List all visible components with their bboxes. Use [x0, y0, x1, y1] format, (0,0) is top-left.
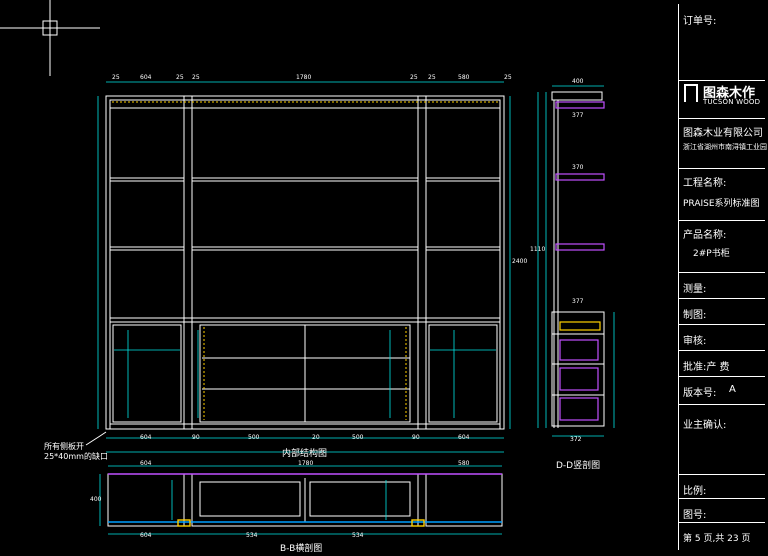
reviewer-label: 审核:	[683, 336, 707, 347]
company-name: 图森木业有限公司	[683, 128, 763, 139]
front-elevation	[105, 95, 505, 430]
drawing-no-row: 图号:	[679, 498, 765, 523]
version-row: 版本号: A	[679, 376, 765, 405]
side-shelves	[555, 101, 605, 421]
brand-logo: 图森木作 TUCSON WOOD	[684, 82, 762, 110]
dim-side-shelf: 370	[572, 164, 584, 171]
plan-section	[107, 473, 503, 527]
dim-front-top-9: 25	[504, 74, 512, 81]
product-row: 产品名称: 2#P书柜	[679, 220, 765, 273]
approval-label: 批准:产 费	[683, 362, 730, 373]
dim-front-top-4: 25	[192, 74, 200, 81]
reviewer-row: 审核:	[679, 324, 765, 351]
drawing-no-label: 图号:	[683, 510, 707, 521]
dim-side-bottom: 372	[570, 436, 582, 443]
dim-front-bottom-3: 500	[248, 434, 260, 441]
dim-side-top: 400	[572, 78, 584, 85]
dim-side-depth-2: 377	[572, 298, 584, 305]
dim-plan-depth: 400	[90, 496, 102, 503]
dim-front-bottom-5: 500	[352, 434, 364, 441]
dim-overall-height: 2400	[512, 258, 528, 265]
dim-plan-bottom-2: 534	[246, 532, 258, 539]
dim-plan-width-1: 604	[140, 460, 152, 467]
company-row: 图森木业有限公司 浙江省湖州市南浔镇工业园	[679, 118, 767, 169]
dim-plan-bottom-1: 604	[140, 532, 152, 539]
dim-front-top-1: 25	[112, 74, 120, 81]
dim-plan-bottom-3: 534	[352, 532, 364, 539]
dim-front-bottom-4: 20	[312, 434, 320, 441]
plan-dimension-lines	[99, 465, 502, 535]
dim-front-top-2: 604	[140, 74, 152, 81]
product-label: 产品名称:	[683, 230, 727, 241]
dim-side-depth: 377	[572, 112, 584, 119]
owner-row: 业主确认:	[679, 404, 765, 475]
dim-front-top-6: 25	[410, 74, 418, 81]
page-info: 第 5 页,共 23 页	[683, 534, 751, 544]
survey-label: 测量:	[683, 284, 707, 295]
dim-front-top-3: 25	[176, 74, 184, 81]
title-block: 订单号: 图森木业有限公司 浙江省湖州市南浔镇工业园 工程名称: PRAISE系…	[678, 4, 767, 550]
note-leader	[85, 431, 107, 446]
logo-row	[679, 80, 765, 119]
scale-row: 比例:	[679, 474, 765, 499]
side-dimension-lines	[537, 85, 615, 437]
page-row: 第 5 页,共 23 页	[679, 522, 765, 549]
order-no-label: 订单号:	[683, 16, 717, 27]
project-row: 工程名称: PRAISE系列标准图	[679, 168, 765, 221]
side-view-label: D-D竖剖图	[556, 461, 601, 471]
approval-row: 批准:产 费	[679, 350, 765, 377]
side-notch-note: 所有侧板开 25*40mm的缺口	[44, 442, 108, 461]
dim-front-bottom-1: 604	[140, 434, 152, 441]
dim-front-top-7: 25	[428, 74, 436, 81]
front-dashed-lines	[112, 101, 498, 420]
owner-label: 业主确认:	[683, 420, 727, 431]
dim-front-bottom-7: 604	[458, 434, 470, 441]
drafter-row: 制图:	[679, 298, 765, 325]
version-value: A	[729, 384, 736, 395]
dim-front-bottom-6: 90	[412, 434, 420, 441]
dim-front-top-8: 580	[458, 74, 470, 81]
project-label: 工程名称:	[683, 178, 727, 189]
project-value: PRAISE系列标准图	[683, 199, 760, 209]
dim-plan-width-3: 580	[458, 460, 470, 467]
drafter-label: 制图:	[683, 310, 707, 321]
dim-side-height: 1110	[530, 246, 546, 253]
side-section	[551, 91, 605, 428]
brand-sub: TUCSON WOOD	[703, 98, 761, 106]
order-no-row: 订单号:	[679, 4, 765, 81]
front-view-label: 内部结构图	[282, 449, 328, 459]
survey-row: 测量:	[679, 272, 765, 299]
dim-plan-width-2: 1780	[298, 460, 314, 467]
version-label: 版本号:	[683, 388, 717, 399]
logo-mark-icon	[684, 84, 698, 102]
company-address: 浙江省湖州市南浔镇工业园	[683, 143, 767, 151]
dim-front-bottom-2: 90	[192, 434, 200, 441]
product-value: 2#P书柜	[693, 249, 730, 259]
brand-name: 图森木作	[703, 86, 756, 101]
scale-label: 比例:	[683, 486, 707, 497]
crosshair-cursor	[0, 0, 100, 76]
plan-panels	[108, 473, 502, 527]
front-dimension-lines	[97, 81, 511, 453]
plan-view-label: B-B横剖图	[280, 544, 323, 554]
dim-front-top-5: 1780	[296, 74, 312, 81]
